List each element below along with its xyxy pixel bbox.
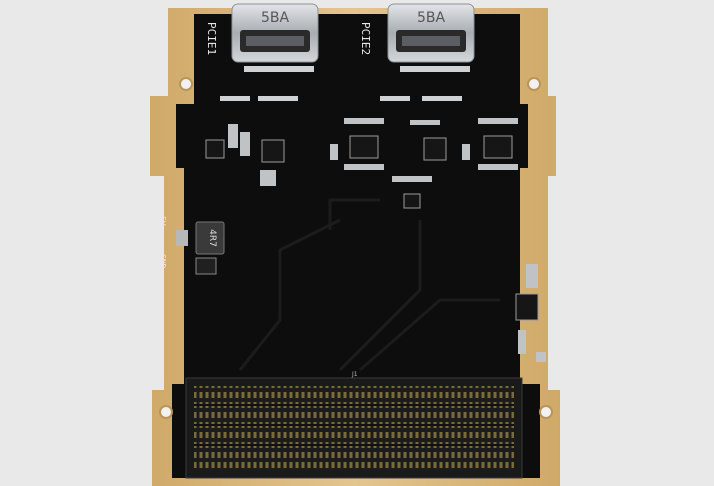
fmc-connector: J1 — [185, 371, 523, 479]
connector-left: 5BA — [231, 3, 319, 63]
connector-right: 5BA — [387, 3, 475, 63]
passive-components — [228, 118, 546, 362]
connector-right-label: 5BA — [417, 10, 446, 26]
mounting-holes — [159, 77, 553, 419]
connector-left-label: 5BA — [261, 10, 290, 26]
power-inductor: 4R7 — [176, 221, 225, 275]
silk-pcie1: PCIE1 — [205, 22, 218, 55]
inductor-marking: 4R7 — [207, 229, 217, 247]
smd-row-right — [380, 66, 470, 101]
silk-pcie2: PCIE2 — [359, 22, 372, 55]
silk-gnd: GND — [158, 254, 167, 269]
pcb-soldermask — [172, 14, 540, 478]
pcb-traces — [238, 198, 500, 372]
smd-row-left — [220, 66, 314, 101]
fmc-ref: J1 — [351, 371, 358, 378]
silk-5v: 5V — [158, 216, 167, 226]
ic-chips — [205, 135, 539, 321]
